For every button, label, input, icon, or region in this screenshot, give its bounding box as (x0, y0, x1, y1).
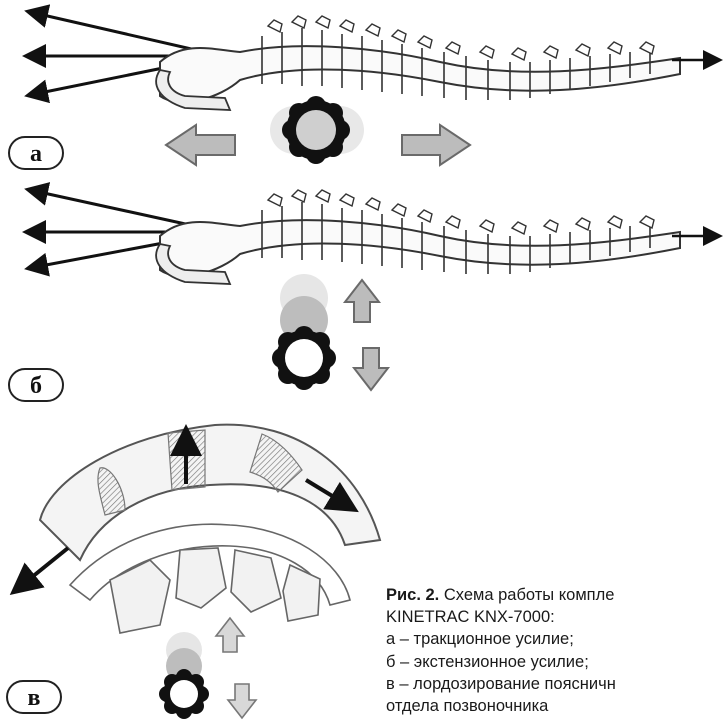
caption-item-b: б – экстензионное усилие; (386, 651, 728, 673)
panel-label-b: б (8, 368, 64, 402)
spine-illustration (156, 16, 680, 110)
roller-mechanism (270, 96, 364, 164)
panel-c-figure (16, 425, 380, 719)
move-down-arrow (354, 348, 388, 390)
caption-title-text: Схема работы компле (444, 586, 615, 604)
move-right-arrow (402, 125, 470, 165)
caption-item-c-cont: отдела позвоночника (386, 695, 728, 717)
caption-item-a: а – тракционное усилие; (386, 628, 728, 650)
move-left-arrow (166, 125, 235, 165)
roller-mechanism (159, 632, 209, 719)
panel-label-a: а (8, 136, 64, 170)
roller-mechanism (272, 274, 336, 390)
caption-figure-number: Рис. 2. (386, 586, 439, 604)
move-down-arrow (228, 684, 256, 718)
move-up-arrow (345, 280, 379, 322)
caption-item-c: в – лордозирование поясничн (386, 673, 728, 695)
figure-caption: Рис. 2. Схема работы компле KINETRAC KNX… (386, 584, 728, 717)
panel-a-figure (28, 12, 718, 165)
panel-label-c: в (6, 680, 62, 714)
move-up-arrow (216, 618, 244, 652)
panel-b-figure (28, 190, 718, 390)
caption-title: Рис. 2. Схема работы компле (386, 584, 728, 606)
spine-illustration (156, 190, 680, 284)
caption-device-name: KINETRAC KNX-7000: (386, 606, 728, 628)
